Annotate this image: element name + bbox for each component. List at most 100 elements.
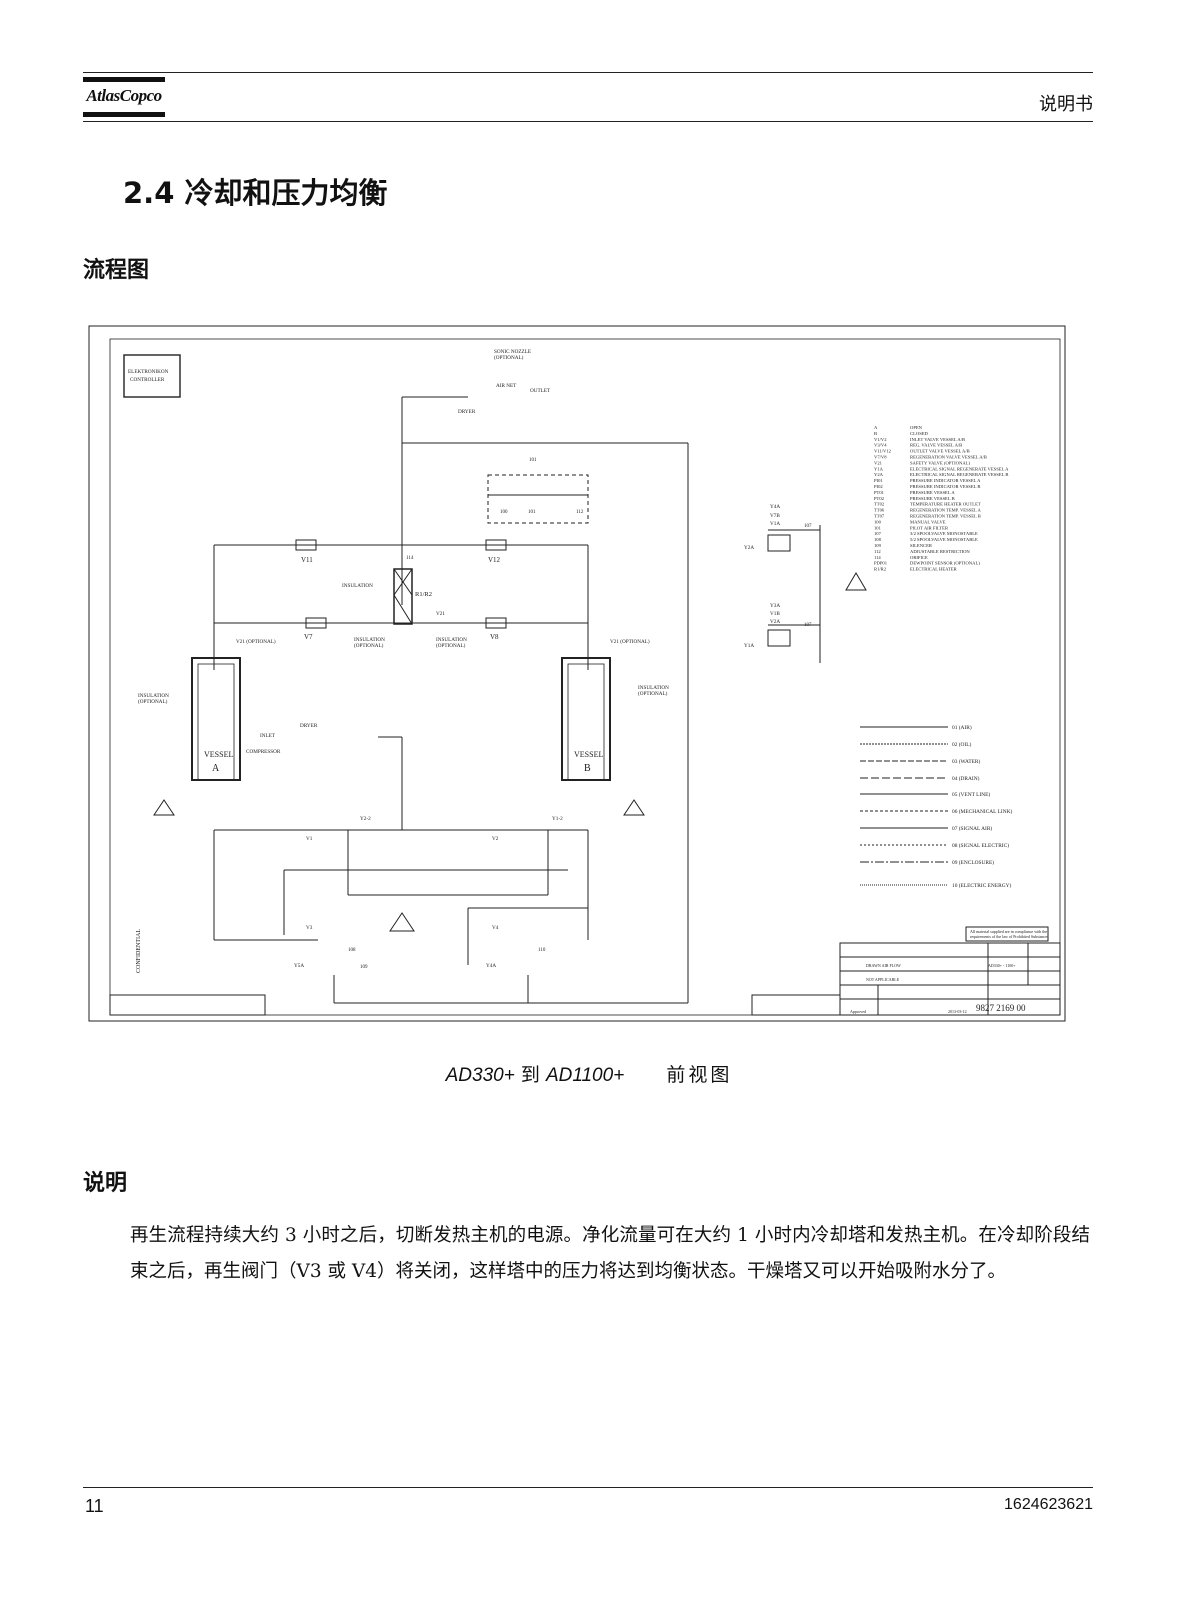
box-label-108: 108	[348, 948, 356, 953]
caption-model-from: AD330+	[445, 1065, 515, 1086]
legend-code: Y2A	[874, 472, 884, 477]
air-net-label: AIR NET	[496, 383, 517, 389]
legend-code: V3/V4	[874, 443, 887, 448]
legend-description: ORIFICE	[910, 555, 928, 560]
caption-connector: 到	[520, 1064, 540, 1086]
v2-label: V2	[492, 836, 499, 842]
legend-description: REGENERATION TEMP. VESSEL A	[910, 508, 982, 513]
line-legend-item: 08 (SIGNAL ELECTRIC)	[952, 842, 1009, 849]
inlet-label: INLET	[260, 733, 276, 739]
compressor-label: COMPRESSOR	[246, 749, 281, 755]
v4-label: V4	[492, 925, 499, 931]
insulation-opt-3: INSULATION	[436, 637, 467, 643]
line-legend-item: 06 (MECHANICAL LINK)	[952, 808, 1012, 815]
vessel-a-label: VESSEL	[204, 750, 233, 759]
legend-description: PRESSURE VESSEL B	[910, 496, 955, 501]
header-bottom-rule	[83, 121, 1093, 122]
legend-description: DEWPOINT SENSOR (OPTIONAL)	[910, 561, 980, 566]
legend-description: REG. VALVE VESSEL A/B	[910, 443, 962, 448]
legend-code: 112	[874, 549, 881, 554]
box-label-110: 110	[538, 948, 546, 953]
y2-2-label: Y2-2	[360, 816, 371, 822]
title-app: NOT APPLICABLE	[866, 977, 900, 982]
diagram-inner-frame	[109, 338, 1061, 1016]
v21-label: V21	[436, 611, 445, 617]
line-legend-item: 02 (OIL)	[952, 741, 972, 748]
v7-label: V7	[304, 633, 313, 641]
insulation-right-2: (OPTIONAL)	[638, 690, 668, 697]
legend-description: SAFETY VALVE (OPTIONAL)	[910, 460, 970, 465]
confidential-label: CONFIDENTIAL	[136, 929, 142, 973]
legend-code: Y1A	[874, 466, 884, 471]
footer-rule	[83, 1487, 1093, 1488]
legend-code: 107	[874, 531, 882, 536]
legend-description: REGENERATION TEMP. VESSEL B	[910, 514, 981, 519]
legend-description: OPEN	[910, 425, 923, 430]
title-flow: DRAWN AIR FLOW	[866, 963, 901, 968]
v8-label: V8	[490, 633, 499, 641]
v11-label: V11	[301, 556, 313, 564]
header-doc-type: 说明书	[1039, 94, 1093, 115]
outlet-label: OUTLET	[530, 388, 551, 394]
caption-view: 前视图	[666, 1064, 733, 1086]
y5a-label: Y5A	[294, 963, 304, 969]
flow-diagram: ELEKTRONIKON CONTROLLER SONIC NOZZLE (OP…	[88, 325, 1066, 1022]
legend-code: 109	[874, 543, 882, 548]
legend-description: PRESSURE VESSEL A	[910, 490, 955, 495]
legend-description: ELECTRICAL HEATER	[910, 567, 958, 572]
legend-code: PI01	[874, 478, 883, 483]
v7b-label: V7B	[770, 513, 780, 519]
logo-text: AtlasCopco	[86, 86, 162, 105]
vessel-b-letter: B	[584, 763, 591, 774]
r1r2-label: R1/R2	[415, 591, 432, 598]
box-label-114: 114	[406, 556, 414, 561]
line-legend-item: 05 (VENT LINE)	[952, 791, 990, 798]
legend-code: V7/V8	[874, 455, 887, 460]
legend-description: OUTLET VALVE VESSEL A/B	[910, 449, 970, 454]
y3a-label: Y3A	[770, 603, 780, 609]
legend-description: ELECTRICAL SIGNAL REGENERATE VESSEL B	[910, 472, 1008, 477]
v21-opt-left: V21 (OPTIONAL)	[236, 638, 276, 645]
header-top-rule	[83, 72, 1093, 73]
legend-code: 101	[874, 525, 882, 530]
insulation-right-1: INSULATION	[638, 685, 669, 691]
legend-description: SILENCER	[910, 543, 933, 548]
dryer-in-label: DRYER	[300, 723, 318, 729]
title-code: AD330+ - 1100+	[988, 963, 1016, 968]
description-heading: 说明	[83, 1171, 128, 1196]
figure-caption: AD330+ 到 AD1100+ 前视图	[0, 1060, 1178, 1087]
legend-code: PDP01	[874, 561, 888, 566]
insulation-opt-2: (OPTIONAL)	[354, 642, 384, 649]
y2b-label: V2A	[770, 619, 780, 625]
y1b-label: V1B	[770, 611, 780, 617]
legend-description: 5/2 SPOOLVALVE MONOSTABLE	[910, 537, 978, 542]
y4a-right-label: Y4A	[770, 504, 780, 510]
controller-label-2: CONTROLLER	[130, 377, 165, 383]
legend-description: ELECTRICAL SIGNAL REGENERATE VESSEL A	[910, 466, 1009, 471]
legend-code: V21	[874, 460, 883, 465]
y4a-label: Y4A	[486, 963, 496, 969]
legend-code: V11/V12	[874, 449, 892, 454]
legend-code: 108	[874, 537, 882, 542]
box-label-109: 109	[360, 965, 368, 970]
insulation-opt-4: (OPTIONAL)	[436, 642, 466, 649]
controller-box	[123, 354, 181, 398]
legend-code: 114	[874, 555, 881, 560]
diagram-frame	[88, 325, 1066, 1022]
page-number: 11	[85, 1496, 104, 1516]
description-paragraph: 再生流程持续大约 3 小时之后，切断发热主机的电源。净化流量可在大约 1 小时内…	[130, 1225, 1090, 1282]
line-legend-item: 04 (DRAIN)	[952, 775, 980, 782]
document-number: 1624623621	[1004, 1496, 1093, 1513]
legend-code: 100	[874, 519, 882, 524]
atlas-copco-logo: AtlasCopco	[83, 75, 165, 119]
section-title: 2.4 冷却和压力均衡	[123, 176, 388, 210]
legend-code: PT01	[874, 490, 885, 495]
legend-code: V1/V2	[874, 437, 887, 442]
box-label-112: 112	[576, 510, 584, 515]
v1a-label: V1A	[770, 521, 780, 527]
box-label-101: 101	[529, 458, 537, 463]
title-approved: Approved	[850, 1009, 866, 1014]
sonic-nozzle-label: SONIC NOZZLE	[494, 349, 531, 355]
legend-code: TT07	[874, 514, 885, 519]
